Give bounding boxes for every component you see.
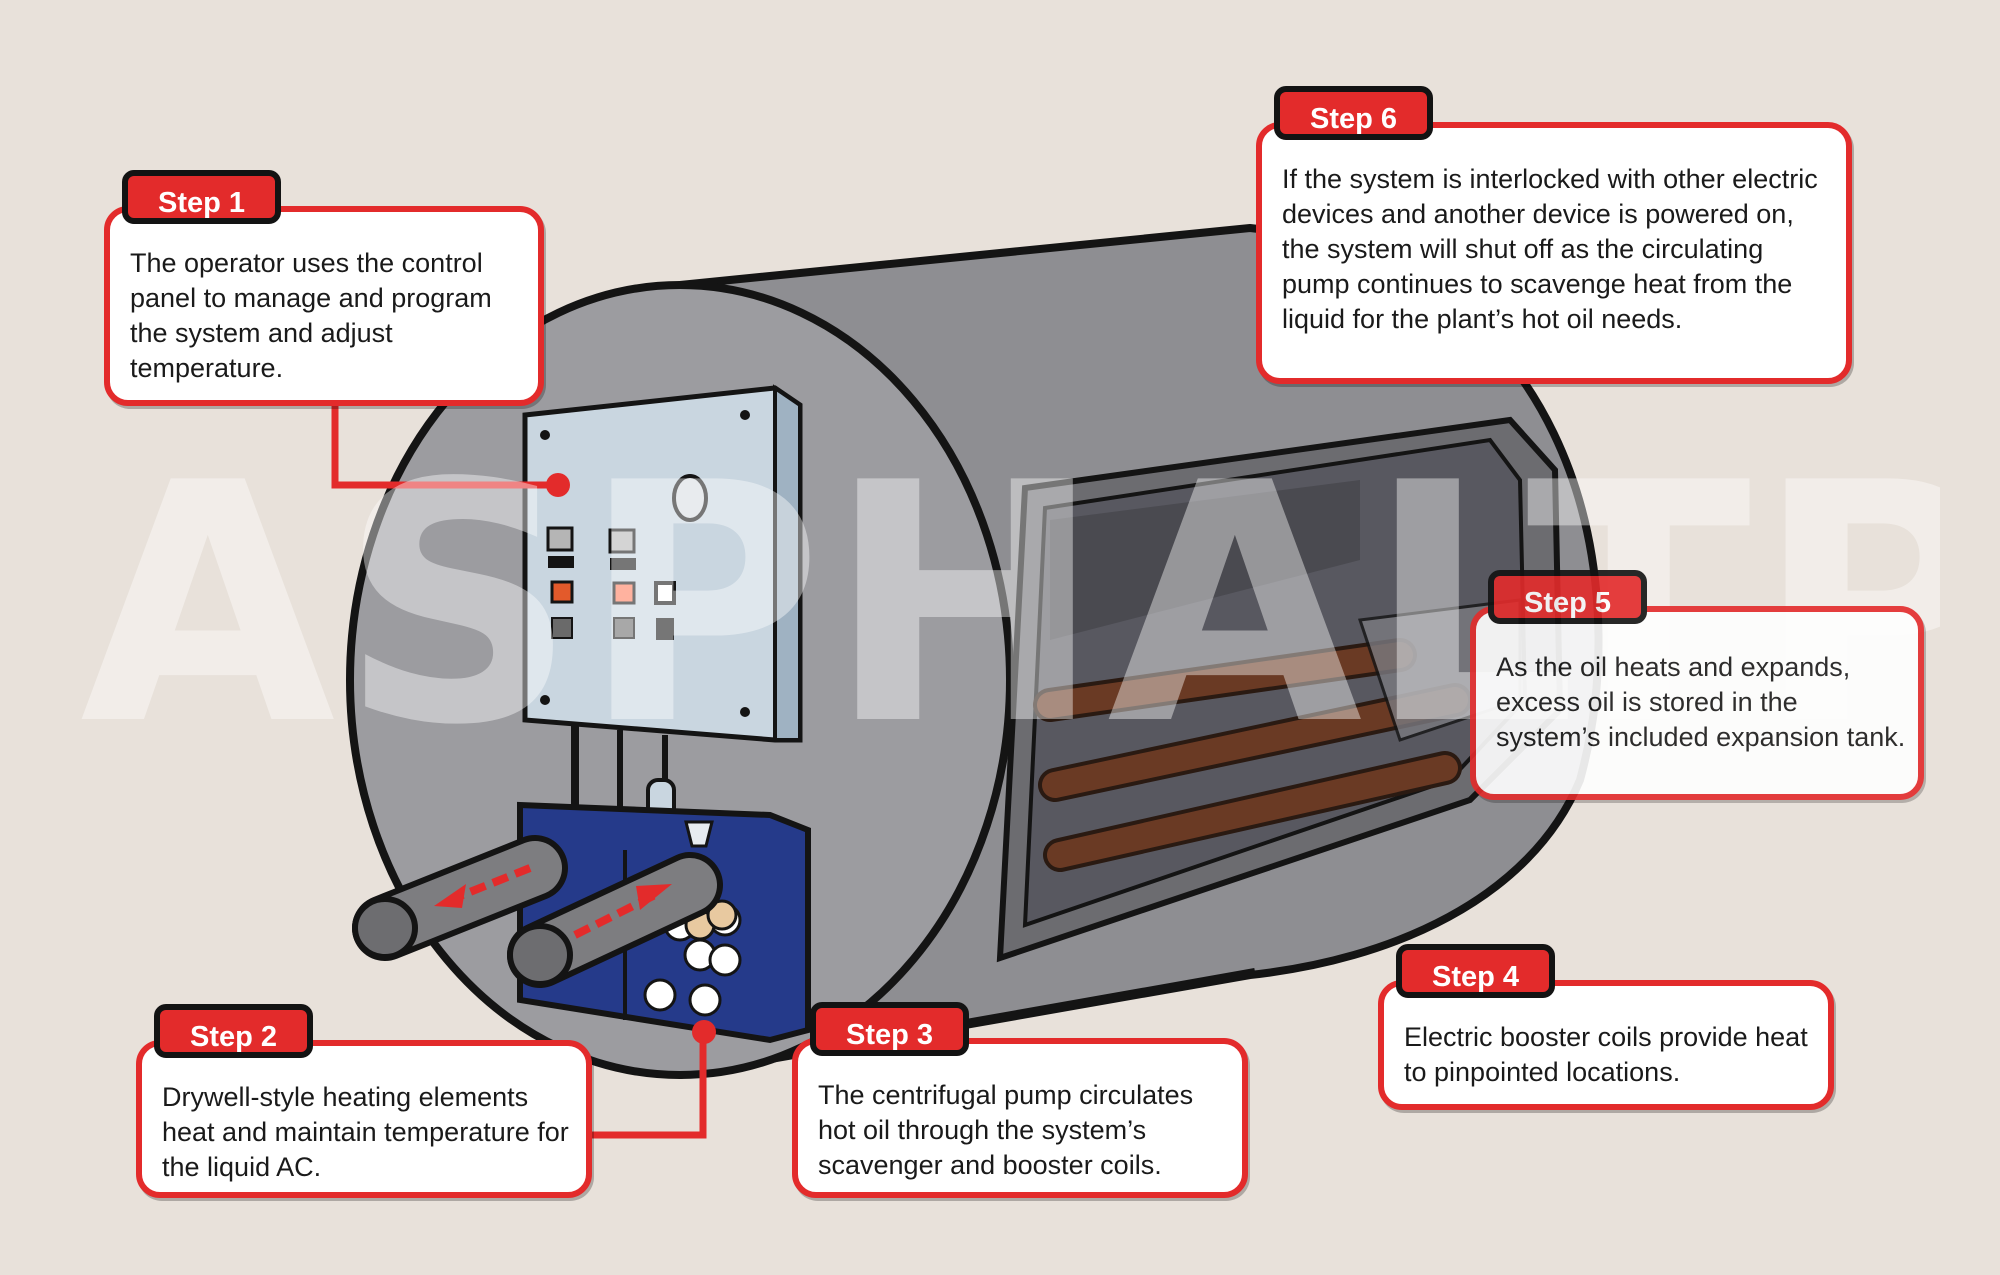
step-6-badge: Step 6 <box>1274 86 1434 140</box>
callout-step-6: Step 6 If the system is interlocked with… <box>1256 86 1852 384</box>
coil-compartment <box>996 416 1564 963</box>
step-2-badge: Step 2 <box>154 1004 314 1058</box>
leader-dot <box>546 473 570 497</box>
control-panel <box>522 384 803 743</box>
heating-element-icon <box>643 899 742 1017</box>
oil-pipes <box>352 835 723 988</box>
leader-dot <box>692 1020 716 1044</box>
step-3-badge: Step 3 <box>810 1002 970 1056</box>
step-6-description: If the system is interlocked with other … <box>1256 122 1852 384</box>
callout-step-3: Step 3 The centrifugal pump circulates h… <box>792 1002 1248 1198</box>
callout-step-1: Step 1 The operator uses the control pan… <box>104 170 544 406</box>
step-2-description: Drywell-style heating elements heat and … <box>136 1040 592 1198</box>
callout-step-4: Step 4 Electric booster coils provide he… <box>1378 944 1834 1110</box>
flow-arrow-out-icon <box>448 864 532 904</box>
callout-leader-lines <box>331 400 716 1139</box>
step-1-description: The operator uses the control panel to m… <box>104 206 544 406</box>
callout-step-5: Step 5 As the oil heats and expands, exc… <box>1470 570 1924 800</box>
step-5-badge: Step 5 <box>1488 570 1648 624</box>
step-4-description: Electric booster coils provide heat to p… <box>1378 980 1834 1110</box>
step-3-description: The centrifugal pump circulates hot oil … <box>792 1038 1248 1198</box>
callout-step-2: Step 2 Drywell-style heating elements he… <box>136 1004 592 1198</box>
step-4-badge: Step 4 <box>1396 944 1556 998</box>
step-1-badge: Step 1 <box>122 170 282 224</box>
temperature-knob-icon <box>672 474 708 522</box>
step-5-description: As the oil heats and expands, excess oil… <box>1470 606 1924 800</box>
